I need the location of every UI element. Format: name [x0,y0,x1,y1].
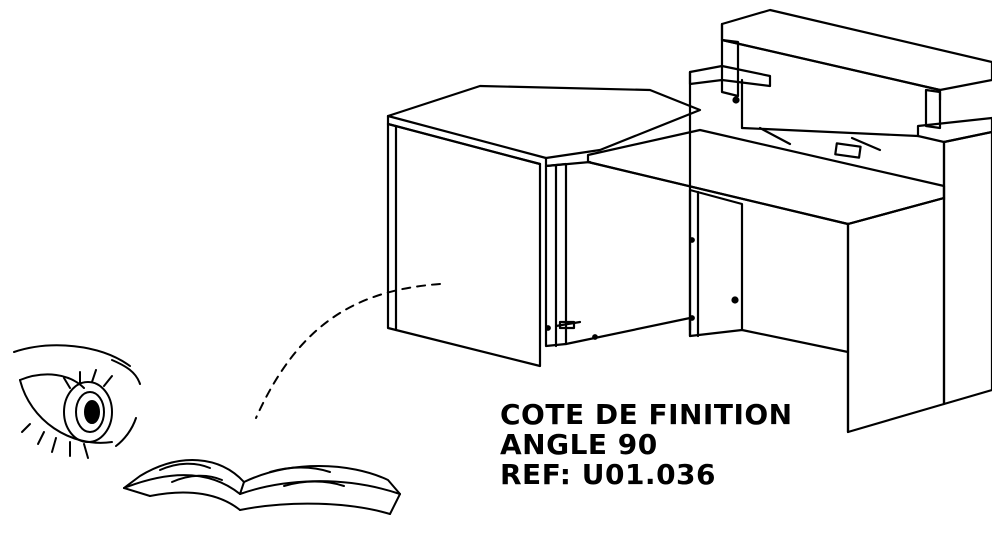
eye-icon [13,344,141,459]
corner-desk [386,84,702,368]
view-direction-arc [255,283,441,419]
caption-reference: REF: U01.036 [500,458,717,491]
reference-caption: COTE DE FINITION ANGLE 90 REF: U01.036 [500,400,860,490]
caption-angle: ANGLE 90 [500,428,658,461]
main-desk [586,128,946,434]
open-book-icon [123,459,401,515]
caption-title: COTE DE FINITION [500,398,793,431]
reception-desk [688,8,992,406]
